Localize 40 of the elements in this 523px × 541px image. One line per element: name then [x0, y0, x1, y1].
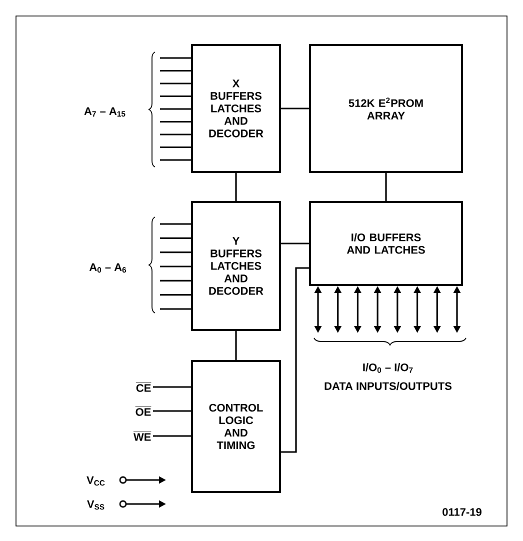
block-box: 512K E$^{2}$PROM ARRAY: [309, 44, 463, 173]
address-line: [160, 146, 191, 148]
address-line: [160, 70, 191, 72]
block-box: X BUFFERS LATCHES AND DECODER: [191, 44, 281, 173]
connector-line: [235, 173, 237, 201]
address-line: [160, 237, 191, 239]
signal-label: I/O$_{0}$ – I/O$_{7}$: [363, 363, 413, 373]
figure-number: 0117-19: [442, 508, 482, 516]
address-line: [160, 159, 191, 161]
connector-line: [385, 173, 387, 201]
connector-line: [153, 435, 191, 437]
address-line: [160, 95, 191, 98]
address-line: [160, 266, 191, 268]
connector-line: [235, 331, 237, 360]
address-line: [160, 57, 191, 59]
bus-label: DATA INPUTS/OUTPUTS: [324, 382, 452, 390]
signal-label: V$_{SS}$: [87, 500, 104, 510]
address-line: [160, 82, 191, 84]
block-box: Y BUFFERS LATCHES AND DECODER: [191, 201, 281, 331]
connector-line: [153, 386, 191, 388]
connector-line: [153, 410, 191, 412]
block-box: CONTROL LOGIC AND TIMING: [191, 360, 281, 493]
block-box: I/O BUFFERS AND LATCHES: [309, 201, 463, 286]
connector-line: [281, 267, 309, 453]
address-line: [160, 120, 191, 123]
signal-label: V$_{CC}$: [86, 476, 105, 486]
pin-label: WE: [133, 432, 152, 441]
pin-label: CE: [136, 382, 152, 392]
address-line: [160, 134, 191, 136]
address-line: [160, 108, 191, 110]
signal-label: A$_{0}$ – A$_{6}$: [89, 263, 126, 273]
address-line: [160, 252, 191, 254]
address-line: [160, 294, 191, 296]
address-line: [160, 223, 191, 225]
address-line: [160, 308, 191, 310]
connector-line: [281, 108, 309, 110]
pin-label: OE: [135, 406, 152, 416]
connector-line: [281, 242, 309, 244]
address-line: [160, 280, 191, 282]
signal-label: A$_{7}$ – A$_{15}$: [84, 107, 126, 117]
